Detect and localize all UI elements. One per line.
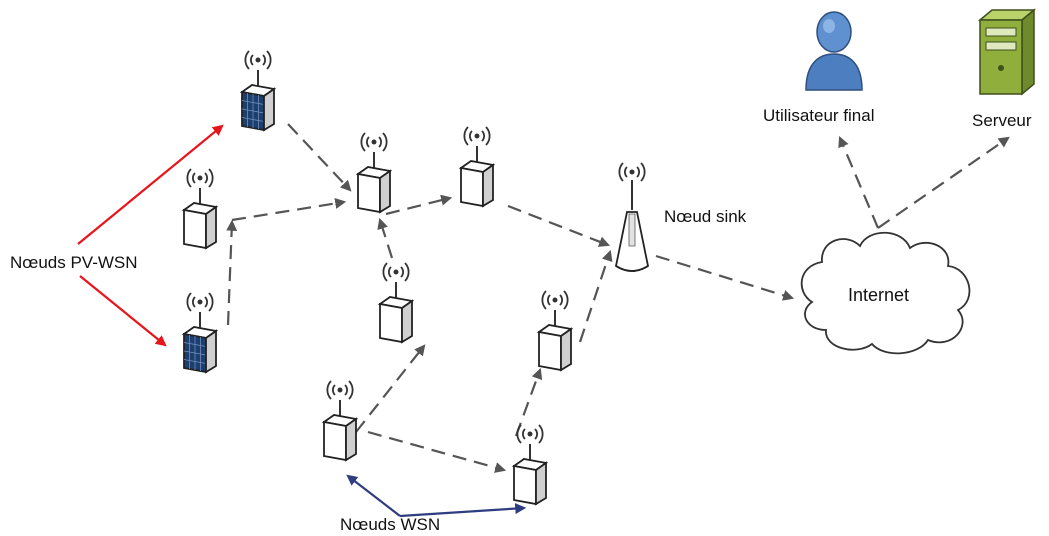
link-sink-internet: [655, 254, 795, 301]
server-label: Serveur: [972, 111, 1032, 130]
end-user-label: Utilisateur final: [763, 106, 875, 125]
wsn-nodes-label: Nœuds WSN: [340, 515, 440, 534]
wireless-sensor-node-icon: [461, 127, 493, 206]
link-internet-server: [877, 136, 1010, 229]
internet-cloud-icon: [800, 231, 971, 355]
sink-label: Nœud sink: [664, 207, 747, 226]
wireless-sensor-node-icon: [380, 263, 412, 342]
wsn-arrow-right: [399, 503, 527, 518]
wireless-sensor-node-icon: [184, 169, 216, 248]
wireless-sensor-node-icon: [514, 425, 546, 504]
server-icon: [977, 8, 1037, 96]
pv-nodes-label: Nœuds PV-WSN: [10, 253, 138, 272]
wireless-sensor-node-icon: [358, 133, 390, 212]
pv-arrow-bottom: [79, 275, 167, 347]
solar-sensor-node-icon: [184, 293, 216, 372]
link-n5-n4: [355, 344, 426, 433]
wireless-sensor-node-icon: [539, 291, 571, 370]
link-n4-n2: [377, 217, 394, 259]
sink-antenna-icon: [614, 162, 650, 272]
pv-callout-arrows: [77, 124, 224, 347]
link-sensor1-n2: [231, 197, 347, 222]
wsn-callout-arrows: [346, 474, 527, 518]
link-n5-n7: [367, 430, 507, 473]
pv-arrow-top: [77, 124, 224, 245]
connections: [226, 123, 1010, 473]
link-internet-user: [838, 135, 880, 229]
wireless-sensor-node-icon: [324, 381, 356, 460]
internet-label: Internet: [848, 285, 909, 305]
link-n3-sink: [507, 204, 611, 247]
link-n2-n3: [385, 194, 453, 216]
end-user-icon: [805, 11, 863, 91]
link-solar2-sensor1: [226, 219, 238, 326]
solar-sensor-node-icon: [242, 51, 274, 130]
link-solar1-n2: [287, 123, 352, 192]
wsn-arrow-left: [346, 474, 401, 517]
link-n6-sink: [578, 249, 613, 343]
